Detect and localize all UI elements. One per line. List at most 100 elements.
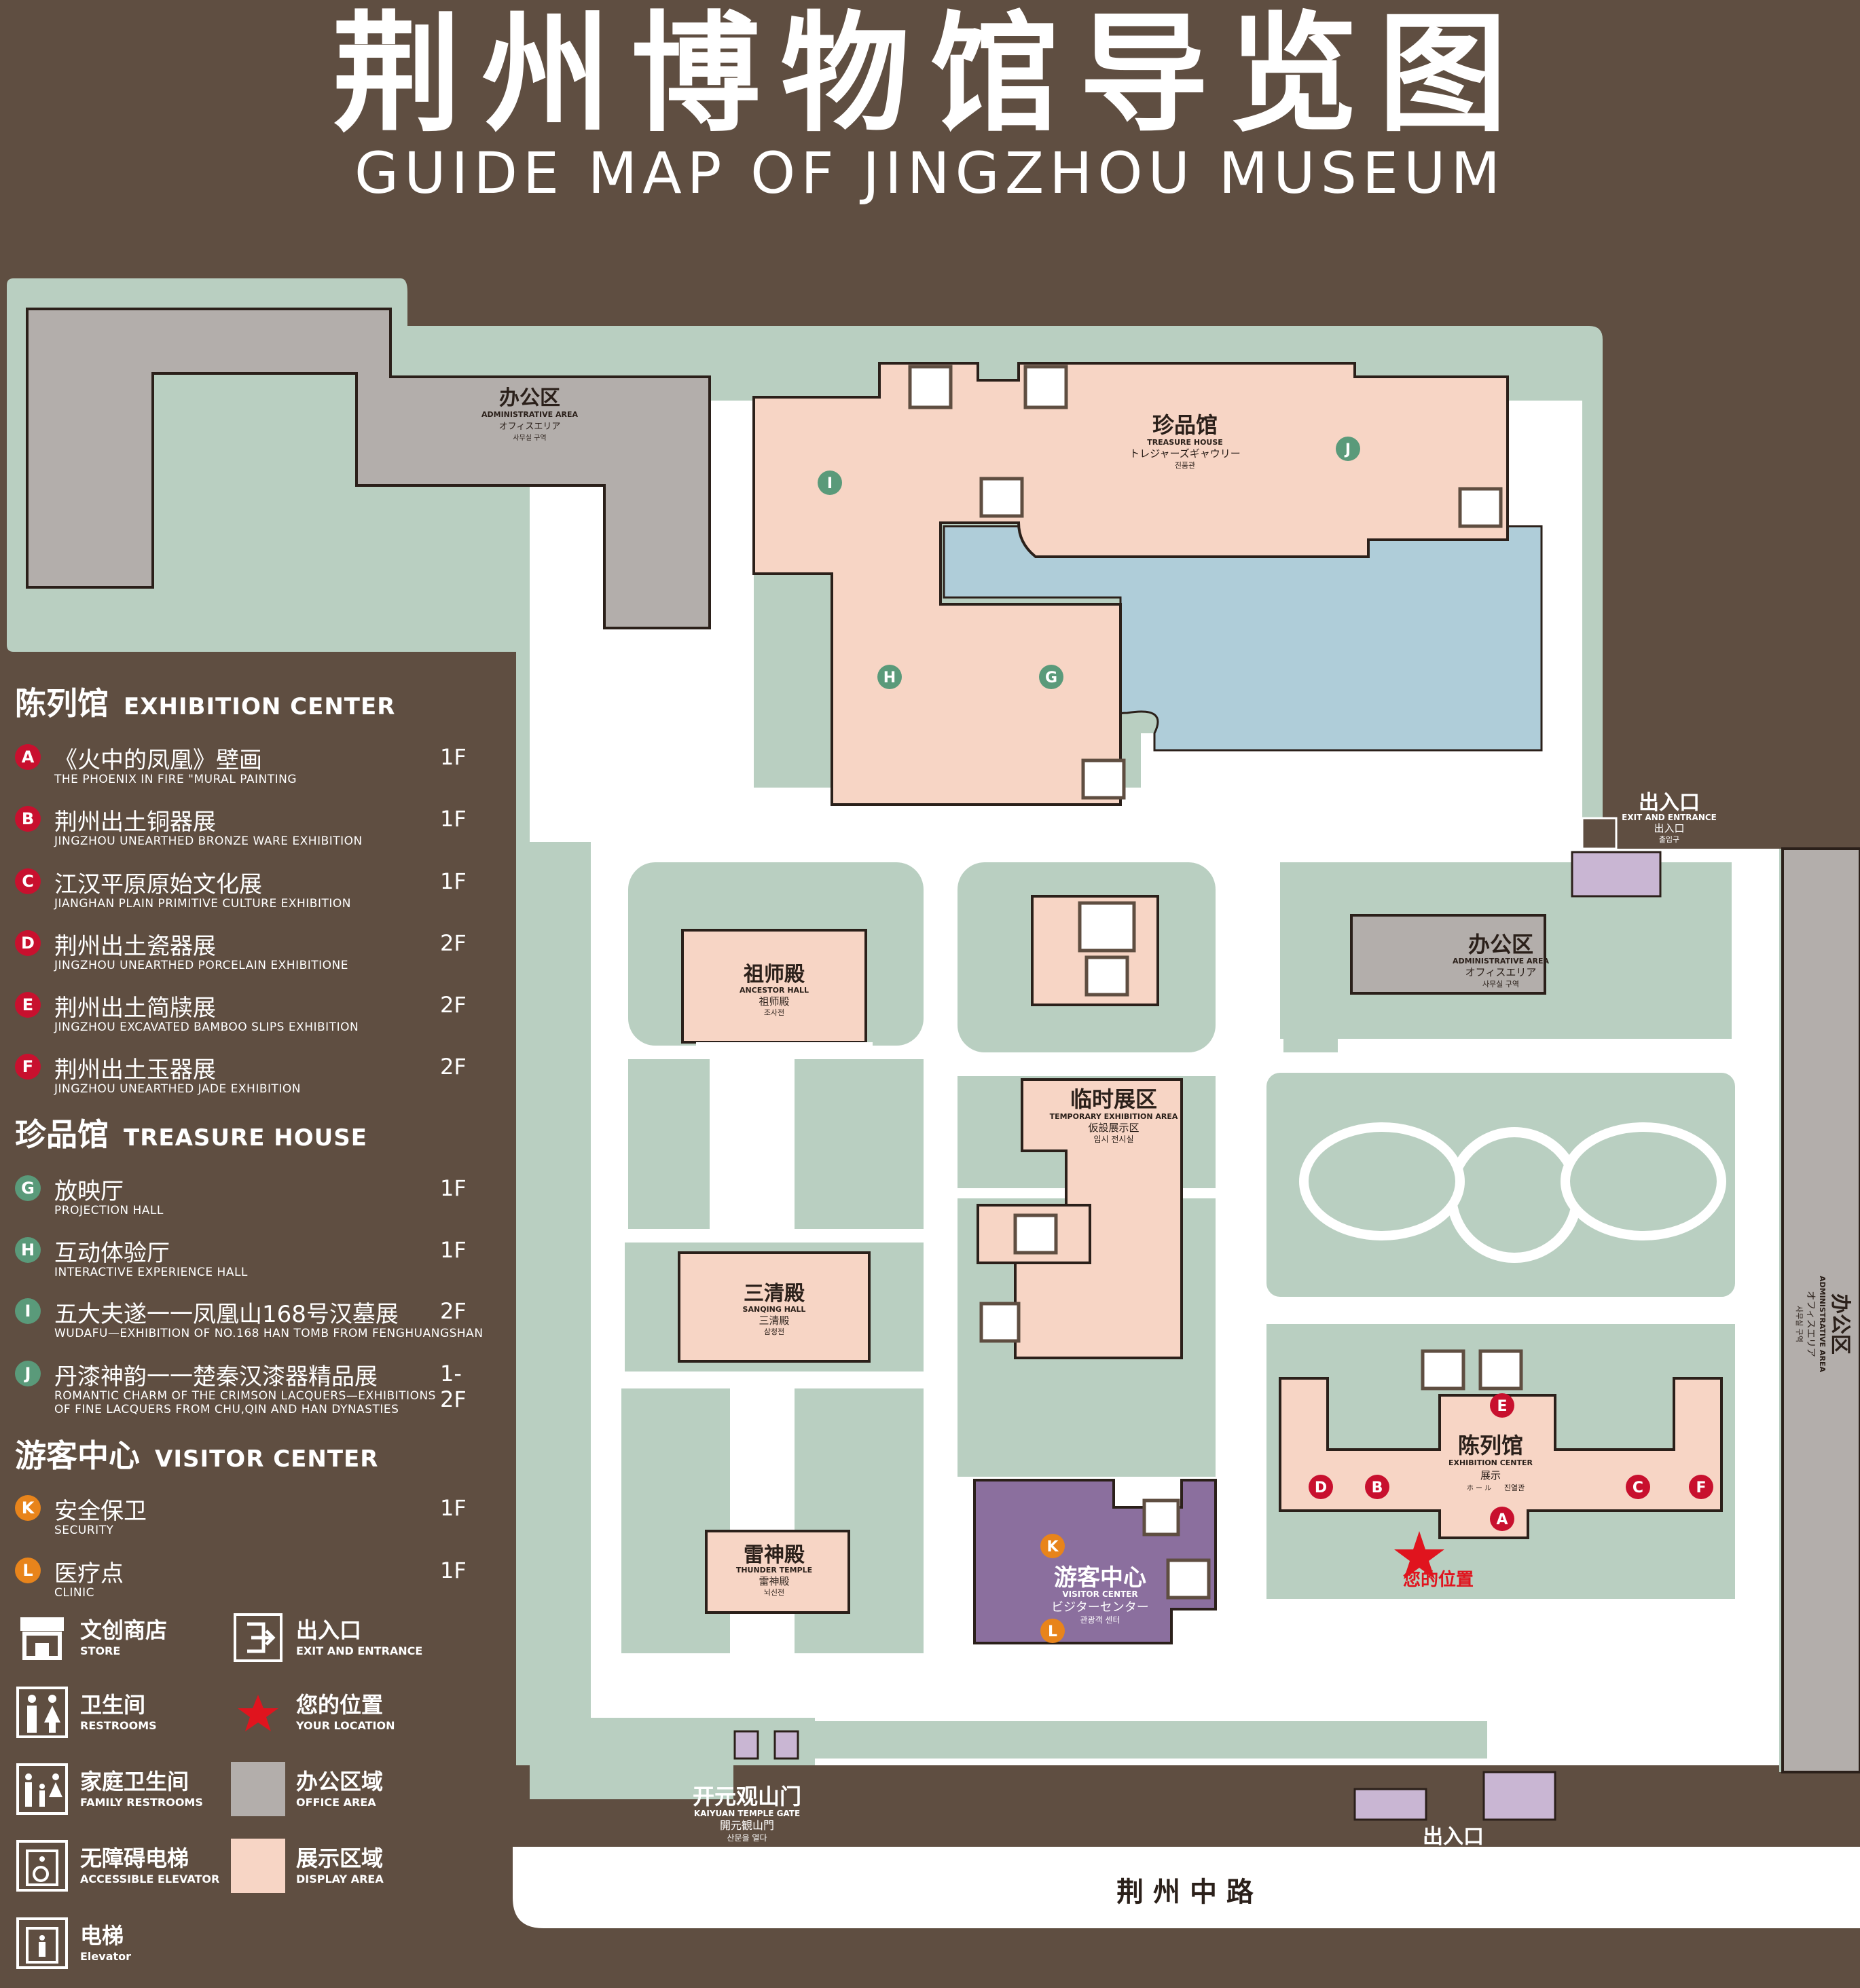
svg-text:雷神殿: 雷神殿 — [744, 1543, 805, 1567]
green-block — [801, 1721, 1487, 1759]
you-are-here-star — [1394, 1531, 1444, 1579]
south-entrance-left[interactable] — [1353, 1788, 1427, 1821]
badge-a — [1490, 1507, 1514, 1531]
svg-text:I: I — [827, 475, 833, 492]
legend-section-title-en: EXHIBITION CENTER — [124, 693, 396, 720]
restroom-icon — [1478, 1349, 1523, 1391]
legend-item-floor: 2F — [440, 992, 467, 1018]
legend-item-label-en: JIANGHAN PLAIN PRIMITIVE CULTURE EXHIBIT… — [54, 897, 351, 910]
key-label-en: Elevator — [80, 1950, 132, 1963]
key-exit-entrance: 出入口 EXIT AND ENTRANCE — [231, 1610, 448, 1668]
badge-g — [1039, 665, 1063, 689]
kaiyuan-gate-right[interactable] — [773, 1730, 799, 1760]
key-label: 出入口 — [296, 1617, 362, 1643]
svg-text:G: G — [1045, 669, 1057, 686]
badge-d: D — [15, 930, 41, 956]
key-label-en: FAMILY RESTROOMS — [80, 1796, 203, 1809]
legend-item-floor: 1-2F — [440, 1361, 467, 1412]
label-admin-mid: 办公区 ADMINISTRATIVE AREA オフィスエリア 사무실 구역 — [1453, 932, 1549, 989]
badge-h — [877, 665, 902, 689]
svg-text:出入口: 出入口 — [1639, 791, 1700, 815]
store-icon — [1013, 1213, 1058, 1255]
key-label: 办公区域 — [296, 1769, 384, 1794]
badge-k: K — [15, 1495, 41, 1521]
svg-text:出入口: 出入口 — [1438, 1857, 1468, 1869]
svg-text:办公区: 办公区 — [1468, 932, 1533, 957]
legend-section-title: 珍品馆 — [15, 1116, 109, 1153]
svg-text:L: L — [1048, 1623, 1057, 1640]
badge-k — [1040, 1534, 1065, 1558]
svg-text:진품관: 진품관 — [1175, 461, 1195, 470]
svg-text:出入口: 出入口 — [1654, 822, 1684, 834]
park-island — [1299, 1122, 1465, 1240]
exit-entrance-icon — [234, 1613, 282, 1662]
accessible-elevator-icon — [1421, 1349, 1465, 1391]
label-admin-east: 办公区 ADMINISTRATIVE AREA オフィスエリア 사무실 구역 — [1795, 1276, 1852, 1372]
svg-text:SANQING HALL: SANQING HALL — [743, 1305, 806, 1314]
label-treasure-house: 珍品馆 TREASURE HOUSE トレジャーズギャウリー 진품관 — [1129, 412, 1241, 470]
svg-text:관광객 센터: 관광객 센터 — [1080, 1615, 1120, 1625]
store-icon — [1166, 1558, 1211, 1600]
svg-text:オフィスエリア: オフィスエリア — [499, 422, 561, 432]
svg-text:祖师殿: 祖师殿 — [744, 963, 805, 987]
legend-item-g: G 放映厅 PROJECTION HALL 1F — [15, 1173, 477, 1227]
svg-text:J: J — [1344, 441, 1351, 458]
svg-text:출입구: 출입구 — [1443, 1871, 1463, 1879]
legend-item-label: 《火中的凤凰》壁画 — [54, 747, 262, 774]
south-entrance-right[interactable] — [1482, 1771, 1556, 1821]
legend-item-b: B 荆州出土铜器展 JINGZHOU UNEARTHED BRONZE WARE… — [15, 803, 477, 858]
family-restroom-icon — [1084, 955, 1129, 997]
exhibition-center — [1279, 1377, 1723, 1539]
legend-item-label: 江汉平原原始文化展 — [54, 871, 262, 898]
legend-item-label-en: JINGZHOU UNEARTHED PORCELAIN EXHIBITIONE — [54, 959, 349, 972]
key-family-restrooms: 家庭卫生间 FAMILY RESTROOMS — [15, 1762, 232, 1820]
badge-h: H — [15, 1237, 41, 1263]
thunder-temple — [705, 1530, 850, 1614]
legend-item-label-en: JINGZHOU UNEARTHED BRONZE WARE EXHIBITIO… — [54, 834, 363, 848]
svg-text:開元観山門: 開元観山門 — [720, 1819, 774, 1832]
legend-item-label: 安全保卫 — [54, 1498, 147, 1525]
ancestor-hall — [681, 929, 867, 1044]
legend-item-e: E 荆州出土简牍展 JINGZHOU EXCAVATED BAMBOO SLIP… — [15, 989, 477, 1044]
badge-e — [1490, 1393, 1514, 1418]
legend-item-floor: 1F — [440, 1175, 467, 1201]
legend-item-label: 放映厅 — [54, 1178, 124, 1205]
kaiyuan-gate-left[interactable] — [733, 1730, 759, 1760]
map-badges: I J H G K L E D B C F A — [818, 437, 1713, 1643]
page-title: 荆州博物馆导览图 — [332, 0, 1528, 149]
legend-item-label-en: PROJECTION HALL — [54, 1204, 164, 1217]
office-swatch — [231, 1762, 285, 1816]
badge-e: E — [15, 992, 41, 1018]
store-icon — [1458, 487, 1503, 528]
svg-text:EXIT AND ENTRANCE: EXIT AND ENTRANCE — [1406, 1847, 1501, 1856]
svg-text:三清殿: 三清殿 — [759, 1314, 789, 1327]
east-entrance[interactable] — [1571, 851, 1662, 898]
store-icon — [1081, 758, 1126, 800]
legend-item-floor: 1F — [440, 1495, 467, 1521]
svg-text:ANCESTOR HALL: ANCESTOR HALL — [740, 986, 809, 995]
svg-text:진열관: 진열관 — [1504, 1484, 1525, 1492]
svg-text:TEMPORARY EXHIBITION AREA: TEMPORARY EXHIBITION AREA — [1050, 1112, 1178, 1121]
key-elevator: 电梯 Elevator — [15, 1916, 232, 1974]
svg-text:B: B — [1372, 1479, 1383, 1496]
svg-text:H: H — [883, 669, 896, 686]
svg-text:三清殿: 三清殿 — [744, 1282, 805, 1306]
admin-building-east — [1781, 847, 1860, 1773]
legend-item-label-en: WUDAFU—EXHIBITION OF NO.168 HAN TOMB FRO… — [54, 1327, 484, 1340]
svg-text:临时展区: 临时展区 — [1070, 1086, 1157, 1112]
key-label-en: YOUR LOCATION — [296, 1719, 395, 1732]
svg-text:F: F — [1696, 1479, 1706, 1496]
svg-text:展示: 展示 — [1480, 1469, 1501, 1481]
legend-item-label-en: JINGZHOU EXCAVATED BAMBOO SLIPS EXHIBITI… — [54, 1020, 359, 1034]
svg-text:陈列馆: 陈列馆 — [1458, 1433, 1523, 1458]
star-icon — [238, 1695, 278, 1731]
svg-text:办公区: 办公区 — [499, 386, 560, 410]
svg-text:THUNDER TEMPLE: THUNDER TEMPLE — [736, 1566, 812, 1575]
you-are-here-label: 您的位置 — [1403, 1569, 1474, 1590]
svg-text:EXIT AND ENTRANCE: EXIT AND ENTRANCE — [1622, 813, 1717, 822]
legend-item-label-en2: OF FINE LACQUERS FROM CHU,QIN AND HAN DY… — [54, 1403, 399, 1416]
svg-text:トレジャーズギャウリー: トレジャーズギャウリー — [1129, 447, 1241, 460]
green-block — [628, 1059, 710, 1229]
svg-text:办公区: 办公区 — [1828, 1293, 1852, 1355]
